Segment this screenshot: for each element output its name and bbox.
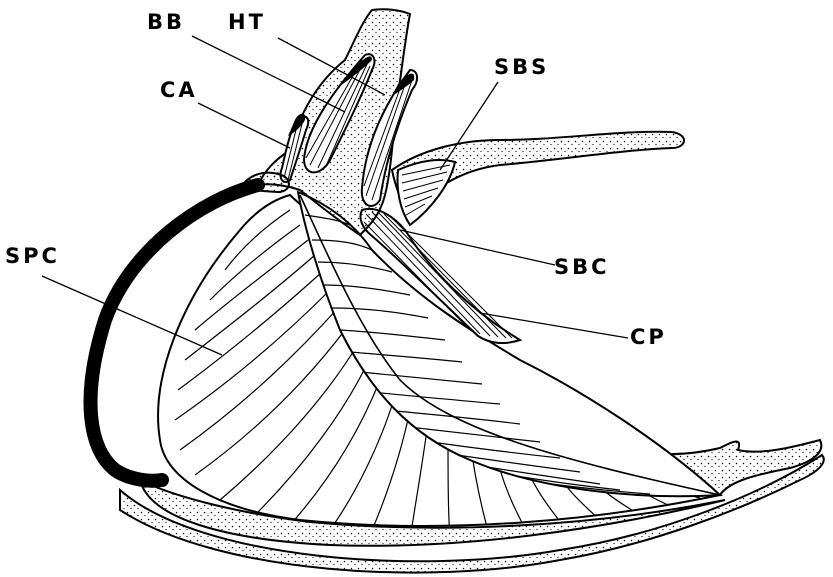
label-bb: BB bbox=[147, 12, 185, 33]
left-junction bbox=[245, 173, 289, 192]
label-ht: HT bbox=[228, 12, 266, 33]
label-spc: SPC bbox=[5, 246, 60, 267]
label-ca: CA bbox=[160, 80, 198, 101]
sbs-muscle bbox=[398, 160, 456, 225]
label-sbs: SBS bbox=[494, 57, 549, 78]
leader-ca bbox=[198, 103, 290, 148]
label-sbc: SBC bbox=[554, 257, 610, 278]
label-cp: CP bbox=[630, 327, 667, 348]
leader-bb bbox=[192, 36, 345, 112]
